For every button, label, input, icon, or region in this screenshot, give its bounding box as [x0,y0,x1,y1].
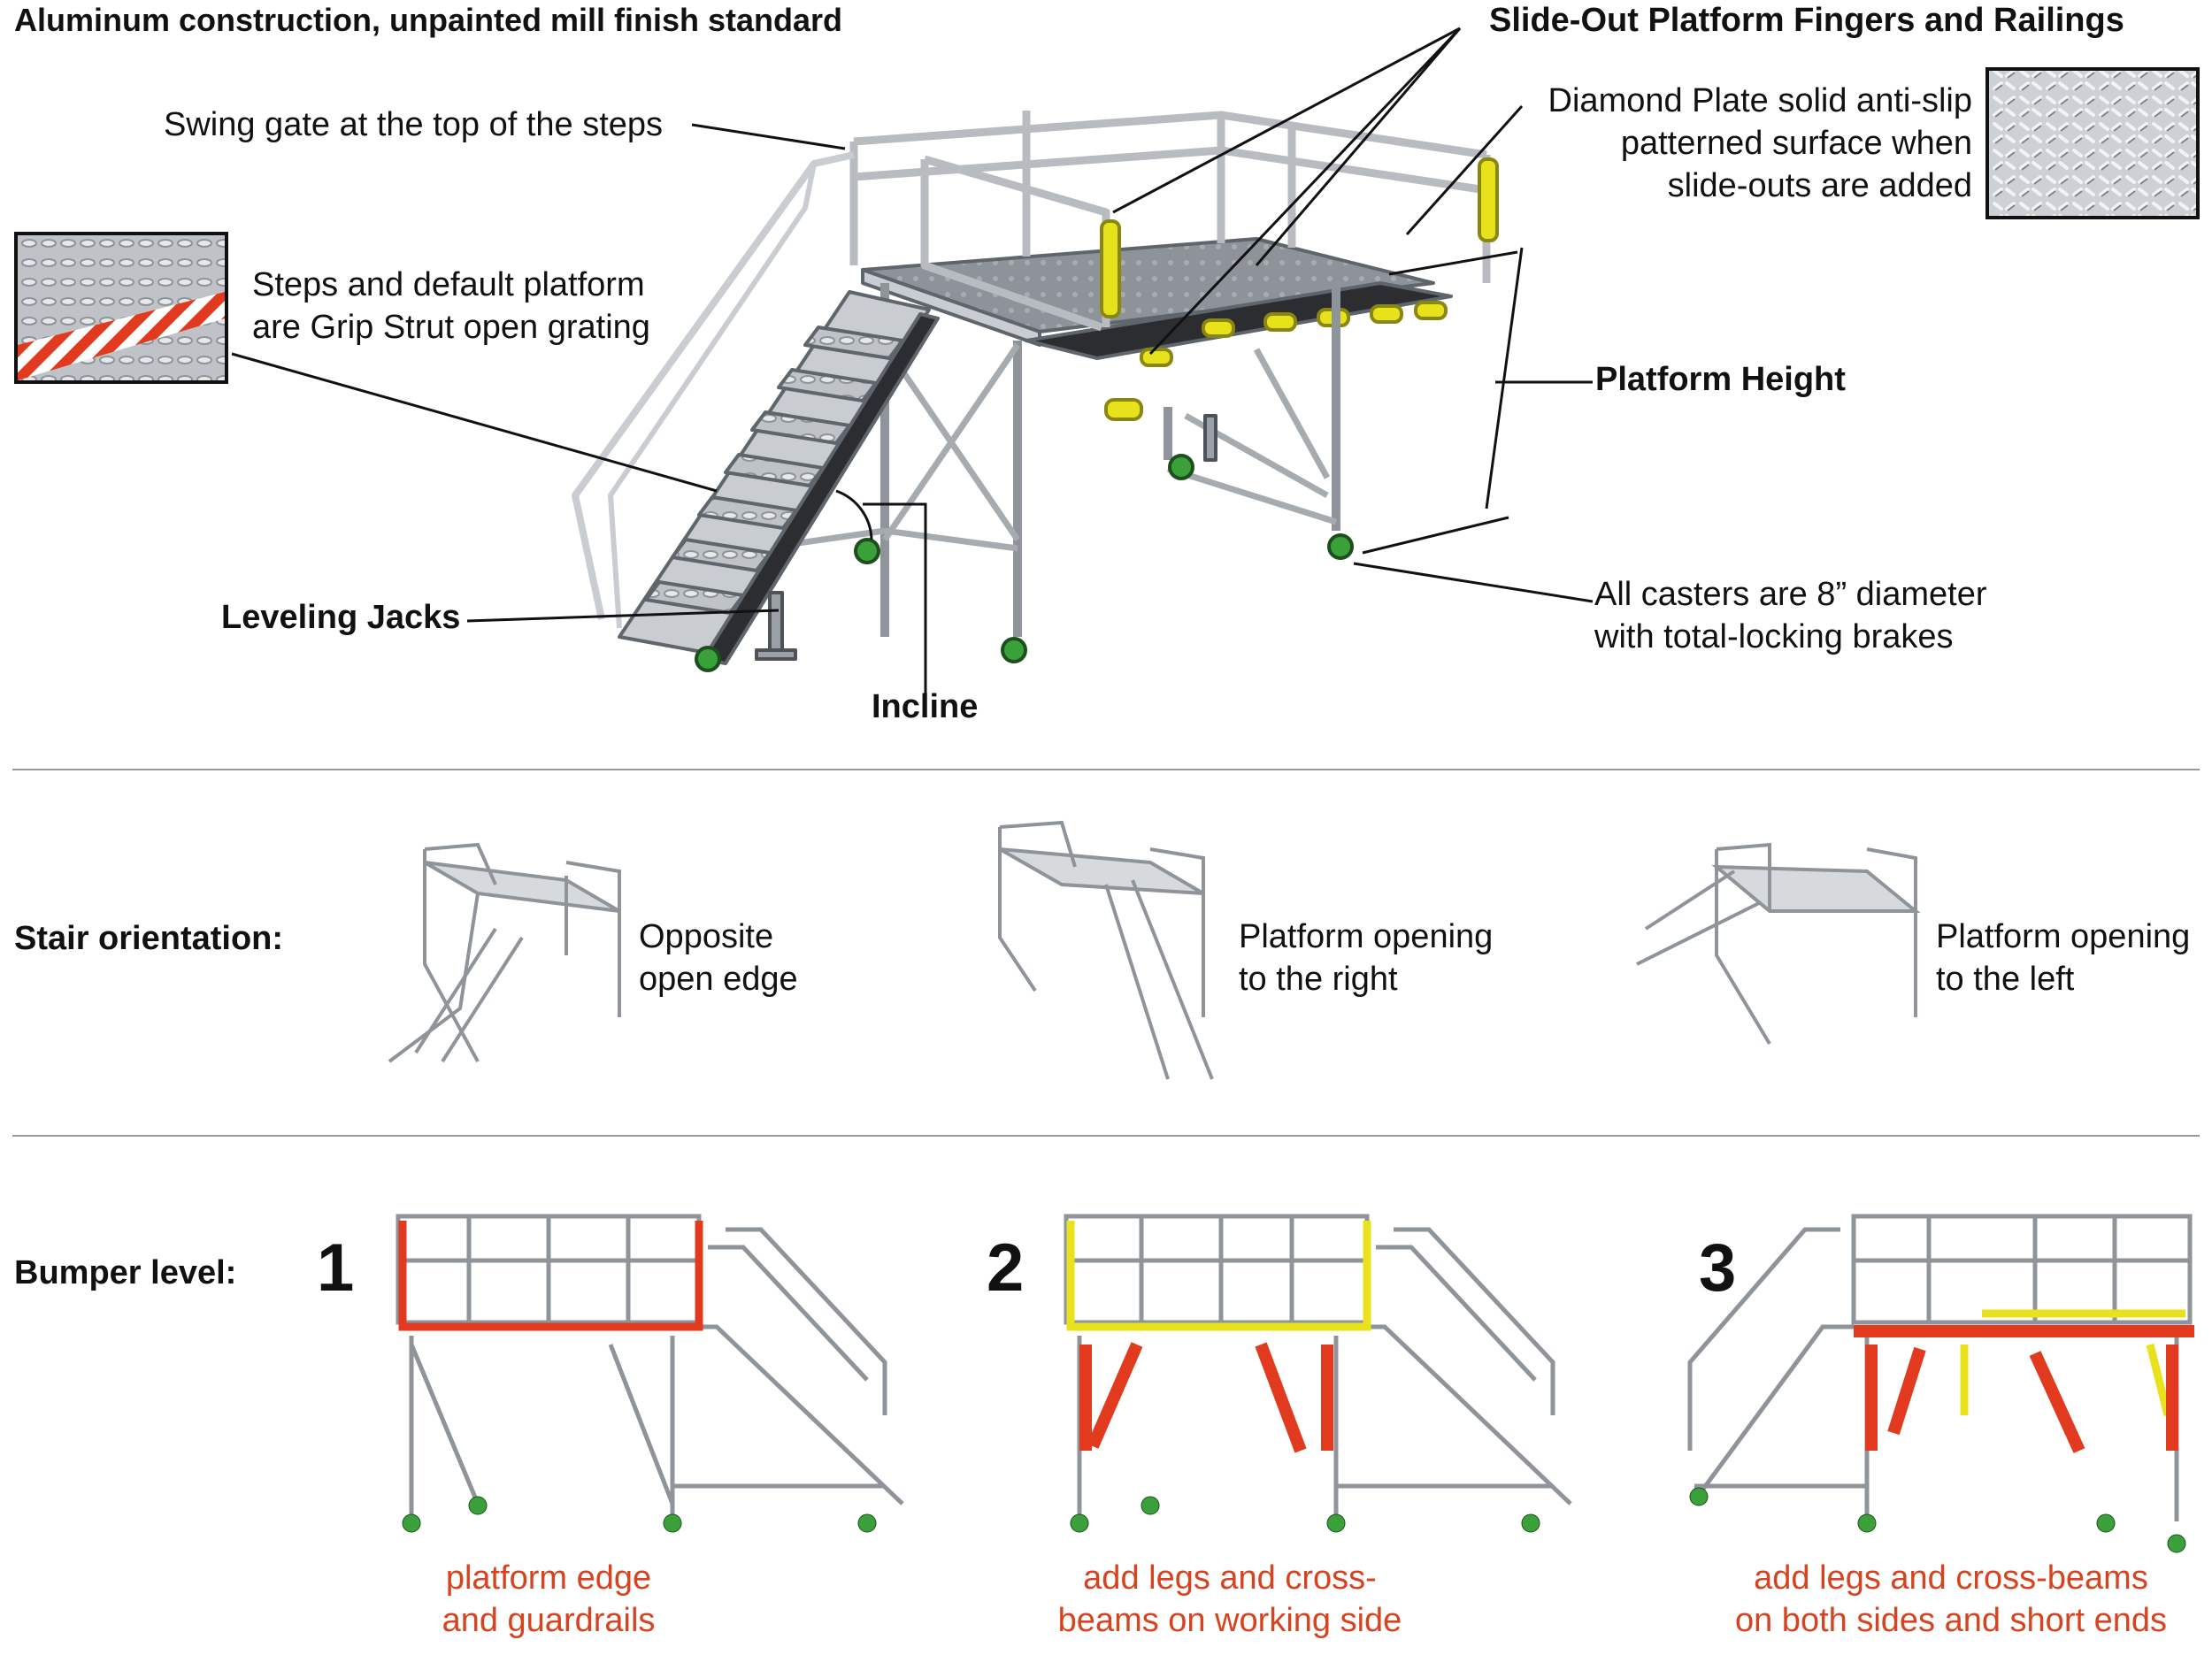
orientation-option-1-line-2: open edge [639,961,798,998]
callout-swing-gate: Swing gate at the top of the steps [164,106,664,143]
bumper-level-2-caption-line-1: add legs and cross- [1083,1559,1377,1597]
callout-diamond-plate: Diamond Plate solid anti-slip patterned … [1548,80,1972,207]
bumper-level-3-red [1854,1325,2194,1453]
callout-leveling-jacks: Leveling Jacks [221,599,461,636]
callout-diamond-plate-line-1: Diamond Plate solid anti-slip [1548,82,1972,119]
orientation-option-2: Platform opening to the right [1239,916,1493,1000]
orientation-option-3: Platform opening to the left [1936,916,2190,1000]
bumper-level-label: Bumper level: [14,1254,237,1291]
bumper-level-3-yellow [1960,1309,2185,1417]
orientation-option-1-line-1: Opposite [639,918,774,955]
callout-platform-height: Platform Height [1595,361,1846,398]
bumper-level-1-number: 1 [317,1230,355,1306]
main-platform-illustration [572,111,1499,672]
bumper-level-3-caption-line-1: add legs and cross-beams [1754,1559,2148,1597]
diamond-plate-inset [1985,67,2200,219]
bumper-level-3-caption-line-2: on both sides and short ends [1734,1602,2167,1639]
bumper-level-2-caption-line-2: beams on working side [1057,1602,1402,1639]
bumper-level-2-yellow [1066,1221,1371,1331]
bumper-level-1-red [398,1221,703,1331]
orientation-option-1: Opposite open edge [639,916,798,1000]
grip-strut-inset [14,232,228,384]
callout-diamond-plate-line-2: patterned surface when [1620,125,1972,162]
bumper-level-3-caption: add legs and cross-beams on both sides a… [1712,1557,2190,1642]
callout-incline: Incline [872,688,979,725]
leader-lines [231,27,1594,701]
orientation-thumb-1 [388,842,621,1063]
callout-casters-line-2: with total-locking brakes [1594,618,1954,655]
callout-grip-strut-line-2: are Grip Strut open grating [252,309,650,346]
bumper-level-3-number: 3 [1699,1230,1737,1306]
bumper-level-1-caption-line-1: platform edge [445,1559,652,1597]
orientation-thumb-2 [998,820,1214,1080]
callout-slide-out: Slide-Out Platform Fingers and Railings [1489,2,2124,39]
stair-orientation-label: Stair orientation: [14,920,284,957]
orientation-option-2-line-2: to the right [1239,961,1398,998]
callout-grip-strut: Steps and default platform are Grip Stru… [252,264,650,349]
bumper-level-2-red [1079,1342,1333,1453]
orientation-option-2-line-1: Platform opening [1239,918,1494,955]
orientation-option-3-line-1: Platform opening [1936,918,2191,955]
callout-casters-line-1: All casters are 8” diameter [1594,576,1987,613]
callout-diamond-plate-line-3: slide-outs are added [1667,167,1972,204]
callout-casters: All casters are 8” diameter with total-l… [1594,573,1987,658]
callout-grip-strut-line-1: Steps and default platform [252,266,645,303]
bumper-level-1-illustration [396,1214,904,1521]
orientation-thumb-3 [1636,842,1921,1046]
bumper-level-2-illustration [1064,1214,1572,1521]
header-title: Aluminum construction, unpainted mill fi… [14,2,843,38]
bumper-level-3-illustration [1687,1214,2193,1521]
orientation-option-3-line-2: to the left [1936,961,2075,998]
bumper-level-2-caption: add legs and cross- beams on working sid… [1035,1557,1425,1642]
bumper-level-1-caption-line-2: and guardrails [442,1602,656,1639]
bumper-casters [402,1487,2186,1553]
bumper-level-2-number: 2 [987,1230,1025,1306]
bumper-level-1-caption: platform edge and guardrails [389,1557,708,1642]
